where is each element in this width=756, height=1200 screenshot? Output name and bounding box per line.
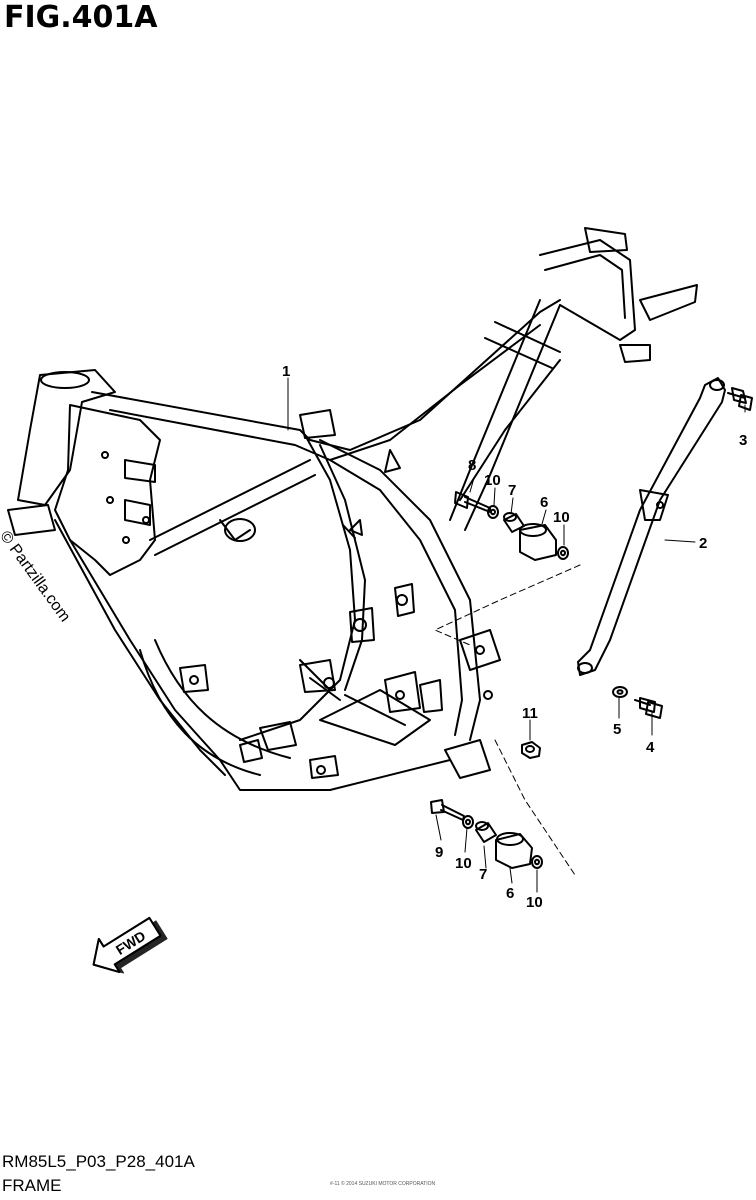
- callout-6-upper: 6: [540, 494, 548, 511]
- frame-part-1[interactable]: [7, 227, 698, 791]
- callout-3: 3: [739, 432, 747, 449]
- washer-part-10-upper-right[interactable]: [557, 546, 569, 560]
- figure-title: FIG.401A: [4, 0, 158, 35]
- fwd-arrow-icon: FWD: [92, 916, 168, 974]
- washer-part-10-upper[interactable]: [487, 505, 499, 519]
- callout-4: 4: [646, 739, 655, 756]
- callout-labels: 1 2 3 4 5 6 6 7 7 8 9 10 10 10 10 11: [282, 363, 747, 911]
- washer-part-10-lower[interactable]: [462, 815, 474, 829]
- washer-part-5[interactable]: [612, 686, 628, 698]
- callout-7-upper: 7: [508, 482, 516, 499]
- nut-part-11[interactable]: [521, 741, 541, 759]
- washer-part-10-lower-right[interactable]: [531, 855, 543, 869]
- callout-10-c: 10: [455, 855, 472, 872]
- section-name: FRAME: [2, 1176, 62, 1195]
- callout-10-a: 10: [484, 472, 501, 489]
- callout-8: 8: [468, 457, 476, 474]
- collar-part-7-lower[interactable]: [475, 821, 497, 843]
- frame-brace-part-2[interactable]: [577, 377, 726, 676]
- callout-1: 1: [282, 363, 290, 380]
- bolt-part-8[interactable]: [454, 491, 491, 513]
- fine-print: #-11 © 2014 SUZUKI MOTOR CORPORATION: [330, 1181, 436, 1187]
- cushion-part-6-upper[interactable]: [519, 523, 557, 561]
- callout-7-lower: 7: [479, 866, 487, 883]
- cushion-part-6-lower[interactable]: [495, 832, 533, 869]
- diagram-code: RM85L5_P03_P28_401A: [2, 1152, 195, 1171]
- callout-11: 11: [522, 705, 538, 722]
- callout-10-d: 10: [526, 894, 543, 911]
- callout-9: 9: [435, 844, 443, 861]
- bolt-part-4[interactable]: [634, 697, 663, 719]
- callout-2: 2: [699, 535, 707, 552]
- callout-6-lower: 6: [506, 885, 514, 902]
- leader-lines: [287, 377, 746, 893]
- callout-5: 5: [613, 721, 621, 738]
- bolt-part-3[interactable]: [727, 387, 753, 411]
- callout-10-b: 10: [553, 509, 570, 526]
